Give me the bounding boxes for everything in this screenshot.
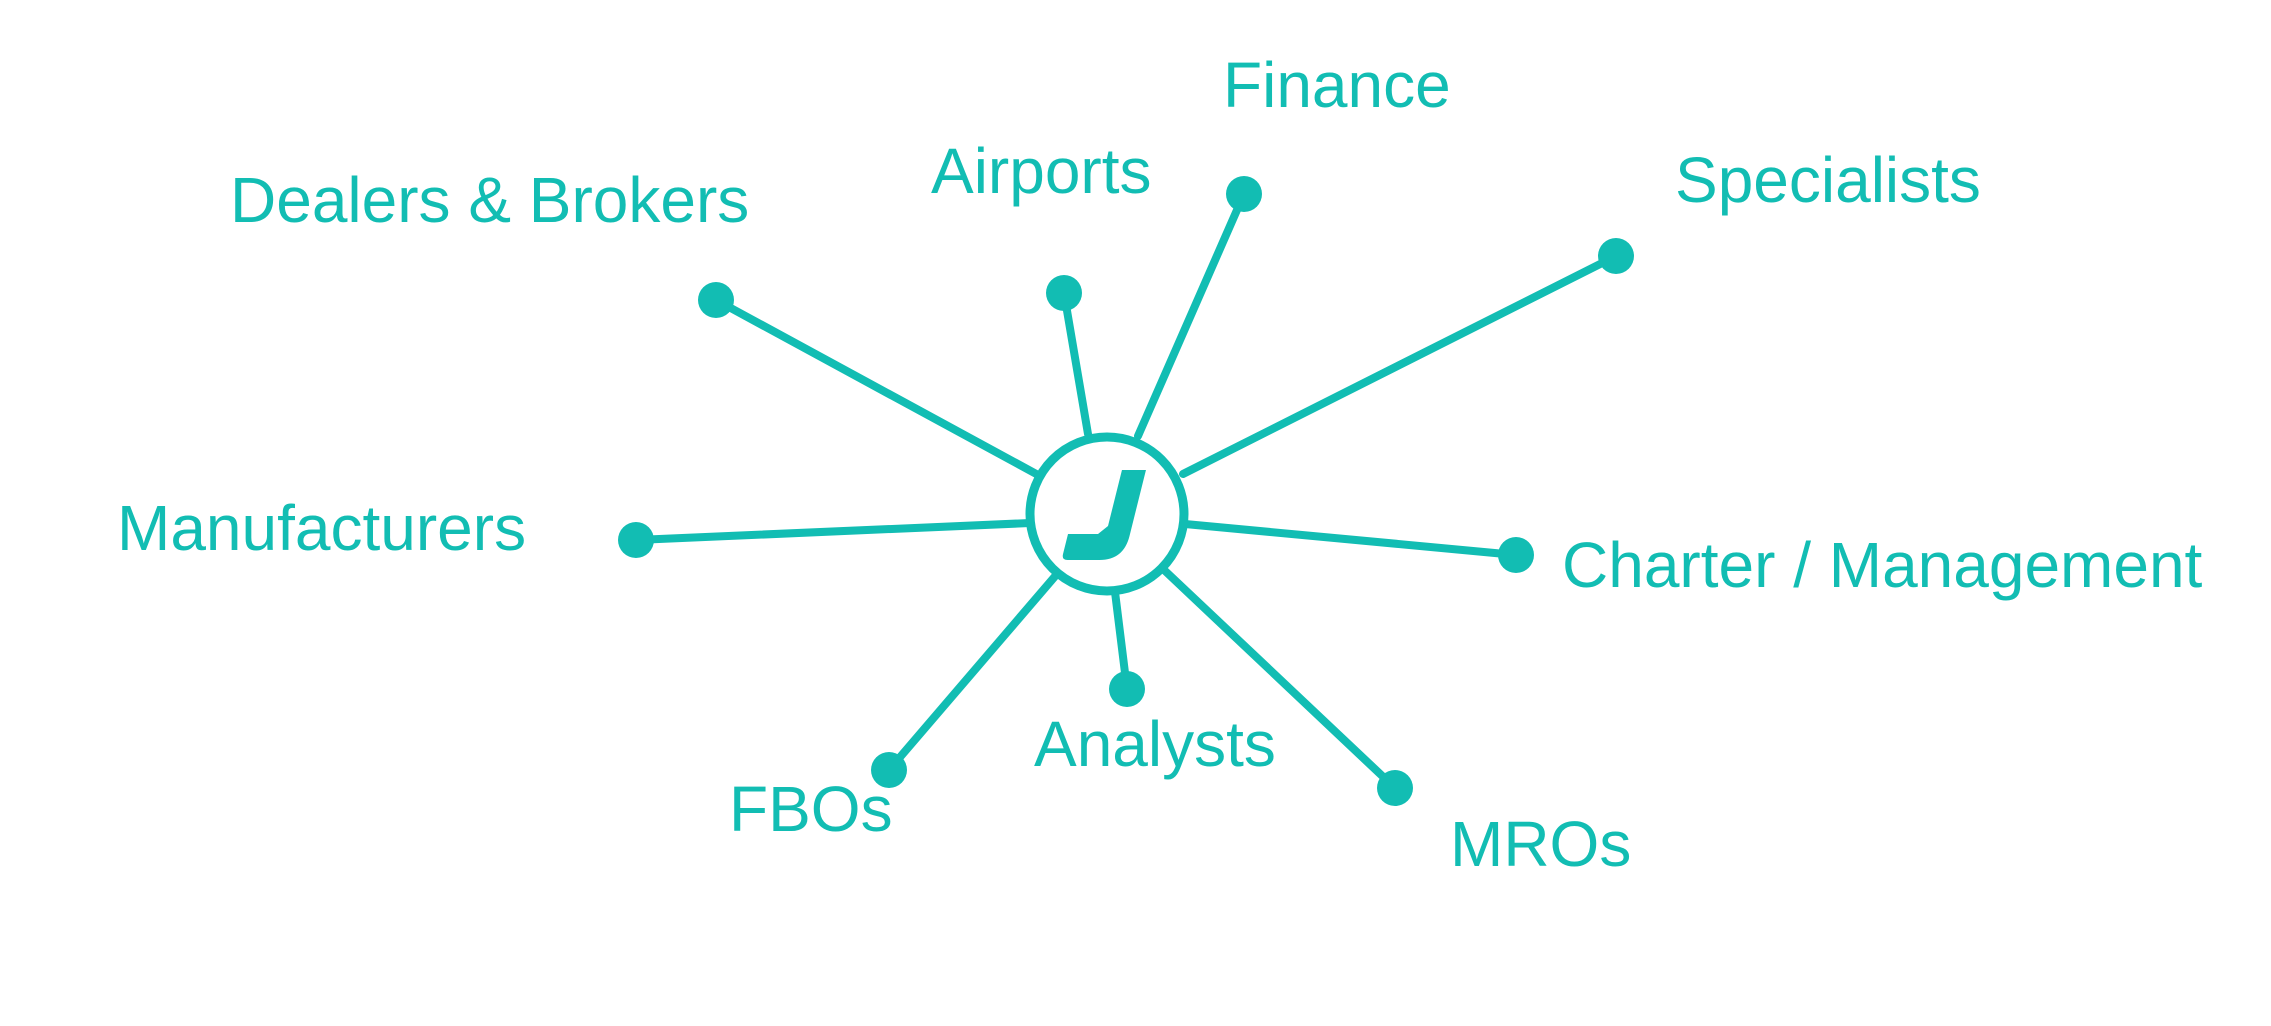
spoke-line-dealers-brokers: [712, 296, 1044, 480]
spoke-line-mros: [1158, 564, 1399, 792]
label-mros: MROs: [1450, 808, 1631, 880]
spoke-dot-manufacturers: [618, 522, 654, 558]
spokes: [618, 176, 1634, 806]
spoke-line-fbos: [885, 570, 1061, 774]
spoke-manufacturers: [618, 519, 1034, 558]
label-dealers-brokers: Dealers & Brokers: [230, 164, 749, 236]
spoke-dot-airports: [1046, 275, 1082, 311]
spoke-dot-mros: [1377, 770, 1413, 806]
label-charter-management: Charter / Management: [1562, 529, 2203, 601]
label-airports: Airports: [931, 135, 1152, 207]
spoke-line-airports: [1060, 289, 1092, 438]
spoke-mros: [1158, 564, 1413, 806]
label-analysts: Analysts: [1034, 708, 1276, 780]
spoke-dot-finance: [1226, 176, 1262, 212]
hub-circle: [1025, 432, 1189, 596]
spoke-dealers-brokers: [698, 282, 1044, 480]
spoke-line-charter-management: [1181, 520, 1520, 559]
spoke-analysts: [1109, 588, 1145, 707]
spoke-specialists: [1179, 238, 1634, 478]
label-finance: Finance: [1223, 49, 1451, 121]
hub-node: [1025, 432, 1189, 596]
label-specialists: Specialists: [1675, 144, 1981, 216]
spoke-line-manufacturers: [632, 519, 1034, 544]
j-logo-icon: [1062, 470, 1146, 560]
label-manufacturers: Manufacturers: [117, 492, 526, 564]
spoke-dot-analysts: [1109, 671, 1145, 707]
spoke-dot-dealers-brokers: [698, 282, 734, 318]
label-fbos: FBOs: [729, 773, 893, 845]
spoke-fbos: [871, 570, 1061, 788]
spoke-dot-specialists: [1598, 238, 1634, 274]
spoke-dot-charter-management: [1498, 537, 1534, 573]
spoke-line-specialists: [1179, 252, 1620, 478]
spoke-finance: [1134, 176, 1262, 440]
spoke-airports: [1046, 275, 1092, 438]
spoke-dot-fbos: [871, 752, 907, 788]
spoke-line-finance: [1134, 190, 1248, 440]
spoke-charter-management: [1181, 520, 1534, 573]
